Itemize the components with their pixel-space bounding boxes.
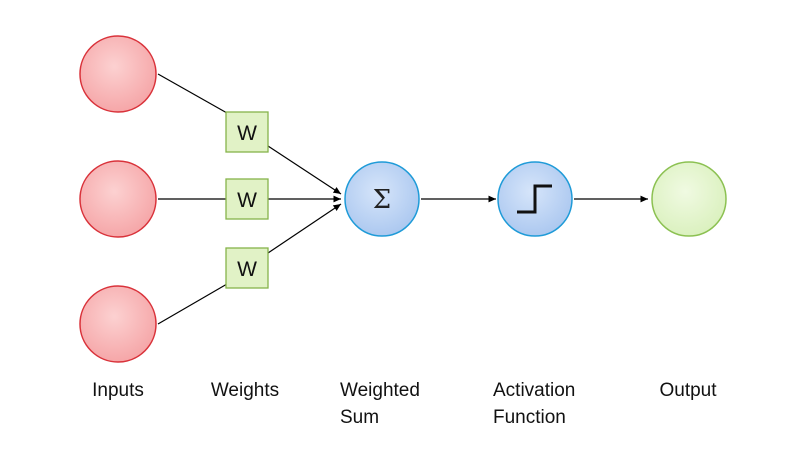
label-output: Output bbox=[659, 380, 717, 401]
input-node-3 bbox=[79, 285, 157, 363]
edge-weight3-sum bbox=[267, 203, 342, 254]
input-node-1 bbox=[79, 35, 157, 113]
weight-box-2: W bbox=[225, 178, 269, 220]
output-node bbox=[651, 161, 727, 237]
edge-input3-weight3 bbox=[157, 283, 228, 325]
label-weighted-sum-2: Sum bbox=[340, 407, 379, 428]
input-node-2 bbox=[79, 160, 157, 238]
label-weighted-sum-1: Weighted bbox=[340, 380, 420, 401]
edge-weight1-sum bbox=[267, 145, 342, 195]
label-weights: Weights bbox=[211, 380, 279, 401]
weight-box-3: W bbox=[225, 247, 269, 289]
step-function-icon bbox=[517, 184, 552, 214]
label-inputs: Inputs bbox=[92, 380, 144, 401]
weight-label-1: W bbox=[237, 122, 257, 145]
weight-label-3: W bbox=[237, 258, 257, 281]
label-activation-1: Activation bbox=[493, 380, 575, 401]
connections bbox=[157, 73, 648, 325]
sigma-symbol: Σ bbox=[373, 185, 391, 215]
weight-label-2: W bbox=[237, 189, 257, 212]
activation-node bbox=[497, 161, 573, 237]
label-activation-2: Function bbox=[493, 407, 566, 428]
weight-box-1: W bbox=[225, 111, 269, 153]
edge-input1-weight1 bbox=[157, 73, 228, 114]
summation-node: Σ bbox=[344, 161, 420, 237]
